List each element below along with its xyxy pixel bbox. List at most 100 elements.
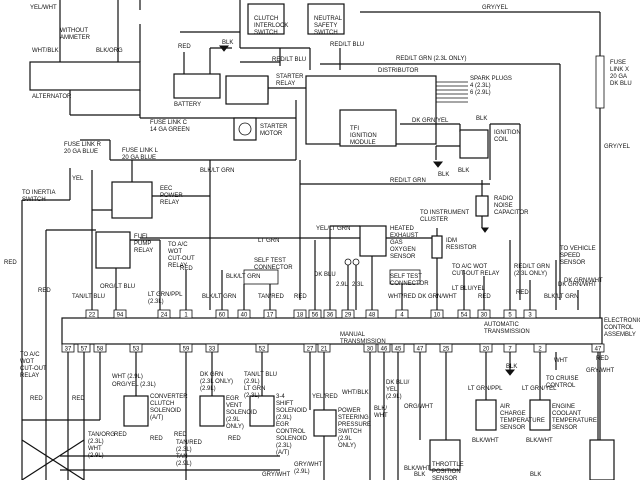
egr-vent-box	[199, 395, 225, 427]
label-red-d: RED	[180, 266, 193, 272]
label-lt-blu-yel: LT BLU/YEL	[452, 286, 485, 292]
coolant-box	[529, 399, 551, 431]
ecu-pin-box	[113, 309, 127, 319]
battery-box	[173, 73, 221, 99]
ground-icon	[218, 45, 230, 52]
label-distributor: DISTRIBUTOR	[378, 68, 419, 74]
ignition-coil-box	[459, 129, 489, 159]
ecu-pin-label: 53	[133, 347, 140, 353]
ecu-pin-box	[591, 343, 605, 353]
label-dk-grn-wht-c: DK GRN/WHT	[564, 278, 603, 284]
ecu-pin-label: 52	[259, 347, 266, 353]
label-wht-cruise: WHT	[554, 358, 568, 364]
label-yel-wht: YEL/WHT	[30, 5, 57, 11]
wires	[21, 0, 615, 480]
label-lt-grn-ppl: LT GRN/PPL(2.3L)	[148, 292, 183, 305]
ecu-pin-label: 48	[369, 313, 376, 319]
label-blk-c: BLK	[438, 172, 449, 178]
self-test-conn-2	[389, 269, 421, 285]
shift-solenoid-box	[249, 395, 275, 427]
label-blk-d: BLK	[458, 168, 469, 174]
ecu-pin-box	[457, 309, 471, 319]
ecu-pin-label: 30	[367, 347, 374, 353]
label-blk-lt-grn: BLK/LT GRN	[200, 168, 234, 174]
ecu-pin-box	[533, 343, 547, 353]
label-blk-wht-b: BLK/WHT	[404, 466, 431, 472]
ecu-pin-label: 20	[483, 347, 490, 353]
label-dk-grn-wht-a: DK GRN/WHT	[558, 282, 597, 288]
ecu-pin-label: 18	[297, 313, 304, 319]
label-blk-wht-d: BLK/WHT	[526, 438, 553, 444]
ecu-pin-box	[293, 309, 307, 319]
label-wht-red: WHT/RED	[388, 294, 417, 300]
ecu-pin-box	[61, 343, 75, 353]
fuse-link-x	[595, 55, 605, 109]
label-yel-red: YEL/RED	[312, 394, 338, 400]
label-red-h: RED	[30, 396, 43, 402]
neutral-switch-box	[307, 3, 345, 35]
label-dk-grn: DK GRN(2.3L ONLY)(2.9L)	[200, 372, 233, 392]
ecu-pin-box	[85, 309, 99, 319]
label-blk-f: BLK	[414, 472, 425, 478]
ecu-pin-label: 27	[307, 347, 314, 353]
ecu-pin-box	[503, 343, 517, 353]
label-dk-blu: DK BLU	[314, 272, 336, 278]
right-bottom-box	[589, 439, 615, 480]
ecu-pin-box	[129, 343, 143, 353]
ecu-pin-box	[363, 343, 377, 353]
idm-resistor-box	[431, 235, 443, 259]
ecu-pin-box	[317, 343, 331, 353]
ecu-pin-label: 40	[241, 313, 248, 319]
ecu-pin-box	[93, 343, 107, 353]
clutch-switch-box	[247, 3, 285, 35]
ecu-pin-label: 33	[209, 347, 216, 353]
air-charge-box	[475, 399, 497, 431]
ecu-pin-label: 54	[461, 313, 468, 319]
label-gry-wht-b: GRY/WHT	[262, 472, 291, 478]
label-red-b: RED	[4, 260, 17, 266]
label-blk-g: BLK	[530, 472, 541, 478]
label-red-l: RED	[174, 432, 187, 438]
tfi-module-box	[339, 109, 397, 147]
ecu-pin-label: 2	[538, 347, 542, 353]
label-red-lt-grn: RED/LT GRN	[390, 178, 426, 184]
label-alternator: ALTERNATOR	[32, 94, 72, 100]
ecu-pin-label: 36	[327, 313, 334, 319]
ecu-pin-box	[377, 343, 391, 353]
label-blk-org: BLK/ORG	[96, 48, 123, 54]
label-wht-blk: WHT/BLK	[32, 48, 59, 54]
ecu-pin-box	[479, 343, 493, 353]
label-red-ltblu-top: RED/LT BLU	[330, 42, 364, 48]
ecu-pin-label: 30	[481, 313, 488, 319]
label-red-ltblu-mid: RED/LT BLU	[272, 57, 306, 63]
ecu-pin-box	[523, 309, 537, 319]
label-red-c: RED	[38, 288, 51, 294]
ecu-pin-label: 21	[321, 347, 328, 353]
ecu-pin-box	[263, 309, 277, 319]
converter-clutch-box	[123, 395, 149, 427]
label-org-yel-23: ORG/YEL (2.3L)	[112, 382, 156, 388]
ecu-pin-box	[255, 343, 269, 353]
eec-relay-box	[111, 181, 153, 219]
ecu-pin-label: 22	[89, 313, 96, 319]
ecu-pin-label: 46	[381, 347, 388, 353]
label-red-n: RED	[596, 356, 609, 362]
